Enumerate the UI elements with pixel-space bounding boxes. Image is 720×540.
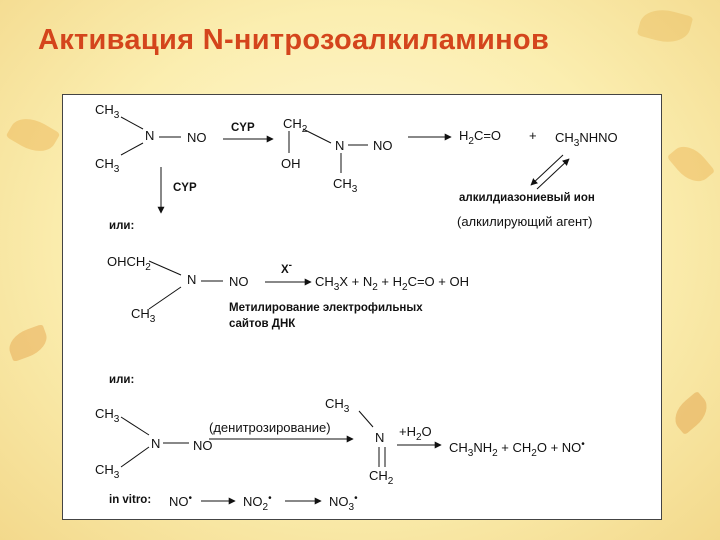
i1-nitrogen: N xyxy=(335,138,345,153)
i1-methyl: CH3 xyxy=(333,176,358,195)
d-water: +H2O xyxy=(399,424,432,443)
d-nitroso: NO xyxy=(193,438,213,453)
d-imine-methyl: CH3 xyxy=(325,396,350,415)
i1-methylene: CH2 xyxy=(283,116,308,135)
background-leaf xyxy=(668,390,714,436)
i1-nitroso: NO xyxy=(373,138,393,153)
cyp-label-down: CYP xyxy=(173,182,197,194)
m-reagent-x: X- xyxy=(281,260,293,276)
m-hydroxymethyl: OHCH2 xyxy=(107,254,151,273)
m-nitrogen: N xyxy=(187,272,197,287)
methylation-caption-1: Метилирование электрофильных xyxy=(229,302,423,314)
d-methyl-top: CH3 xyxy=(95,406,120,425)
background-leaf xyxy=(5,110,61,160)
iv-nitrate-radical: NO3• xyxy=(329,493,358,513)
d-methyl-bottom: CH3 xyxy=(95,462,120,481)
alkylating-agent-label: (алкилирующий агент) xyxy=(457,214,593,229)
r1-nitroso: NO xyxy=(187,130,207,145)
i1-hydroxyl: OH xyxy=(281,156,301,171)
cyp-label-right: CYP xyxy=(231,122,255,134)
diazonium-label: алкилдиазониевый ион xyxy=(459,192,595,204)
methylnitrosamine: CH3NHNO xyxy=(555,130,618,149)
background-leaf xyxy=(4,323,52,363)
methylation-caption-2: сайтов ДНК xyxy=(229,318,296,330)
r1-methyl-top: CH3 xyxy=(95,102,120,121)
m-nitroso: NO xyxy=(229,274,249,289)
r1-methyl-bottom: CH3 xyxy=(95,156,120,175)
denitrosation-label: (денитрозирование) xyxy=(209,420,331,435)
m-products: CH3X + N2 + H2C=O + OH xyxy=(315,274,469,293)
background-leaf xyxy=(636,4,694,48)
formaldehyde: H2C=O xyxy=(459,128,502,147)
r1-nitrogen: N xyxy=(145,128,155,143)
d-imine-nitrogen: N xyxy=(375,430,385,445)
m-methyl: CH3 xyxy=(131,306,156,325)
reaction-diagram: CH3 CH3 N NO CYP CH2 OH N NO CH3 H2C=O +… xyxy=(62,94,662,520)
d-products: CH3NH2 + CH2O + NO• xyxy=(449,439,585,459)
background-leaf xyxy=(666,138,716,190)
iv-nitric-oxide: NO• xyxy=(169,493,193,509)
in-vitro-label: in vitro: xyxy=(109,494,152,506)
slide-title: Активация N-нитрозоалкиламинов xyxy=(38,24,550,56)
or-label-2: или: xyxy=(109,374,135,386)
d-nitrogen: N xyxy=(151,436,161,451)
iv-nitrogen-dioxide: NO2• xyxy=(243,493,272,513)
plus-sign: + xyxy=(529,128,537,143)
d-imine-methylene: CH2 xyxy=(369,468,394,487)
or-label-1: или: xyxy=(109,220,135,232)
diagram-lines xyxy=(120,116,570,505)
